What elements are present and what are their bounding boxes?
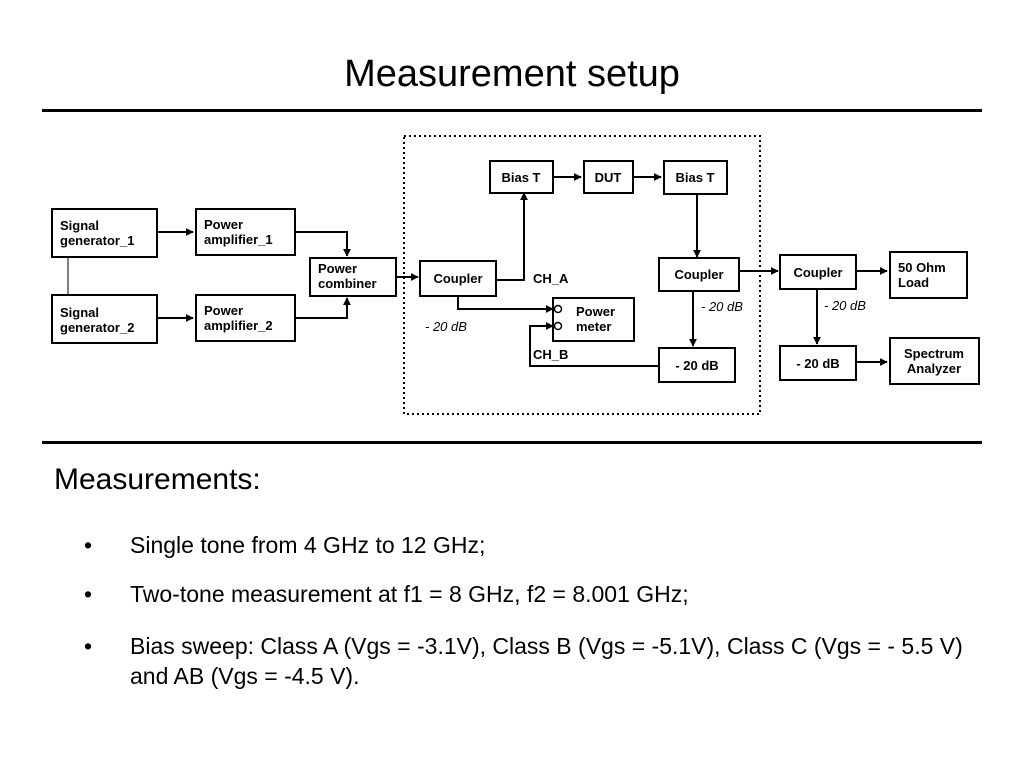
svg-text:generator_2: generator_2 [60,320,134,335]
final-coupler-attenuation-label: - 20 dB [824,298,866,313]
svg-text:Analyzer: Analyzer [907,361,961,376]
bullet-icon: • [84,633,93,659]
signal-generator-1-block: Signal generator_1 [51,208,158,258]
svg-text:Signal: Signal [60,218,99,233]
bottom-divider [42,441,982,444]
svg-text:50 Ohm: 50 Ohm [898,260,946,275]
svg-text:DUT: DUT [595,170,622,185]
output-coupler-block: Coupler [658,257,740,292]
signal-generator-2-block: Signal generator_2 [51,294,158,344]
svg-text:Power: Power [204,303,243,318]
measurement-item-text: Single tone from 4 GHz to 12 GHz; [130,532,486,558]
bullet-icon: • [84,532,93,558]
svg-text:amplifier_2: amplifier_2 [204,318,273,333]
dut-block: DUT [583,160,634,194]
load-50-ohm-block: 50 Ohm Load [889,251,968,299]
power-amplifier-2-block: Power amplifier_2 [195,294,296,342]
svg-text:combiner: combiner [318,276,377,291]
power-combiner-block: Power combiner [309,257,397,297]
ch-a-label: CH_A [533,271,569,286]
ch-b-label: CH_B [533,347,568,362]
power-amplifier-1-block: Power amplifier_1 [195,208,296,256]
bullet-icon: • [84,581,93,607]
svg-text:Signal: Signal [60,305,99,320]
output-bias-t-block: Bias T [663,160,728,195]
top-divider [42,109,982,112]
final-coupler-block: Coupler [779,254,857,290]
final-attenuator-block: - 20 dB [779,345,857,381]
svg-text:Spectrum: Spectrum [904,346,964,361]
svg-text:Power: Power [318,261,357,276]
svg-text:Load: Load [898,275,929,290]
svg-text:Coupler: Coupler [433,271,482,286]
svg-text:Power: Power [204,217,243,232]
signal-wires [157,173,888,367]
ch-b-port-icon [553,321,563,331]
svg-text:Bias T: Bias T [675,170,714,185]
measurements-heading: Measurements: [54,463,261,496]
svg-text:Coupler: Coupler [674,267,723,282]
svg-text:- 20 dB: - 20 dB [675,358,718,373]
measurement-item-text: Two-tone measurement at f1 = 8 GHz, f2 =… [130,581,689,607]
svg-text:- 20 dB: - 20 dB [796,356,839,371]
measurement-item-text: Bias sweep: Class A (Vgs = -3.1V), Class… [130,633,963,689]
slide-title: Measurement setup [344,53,680,95]
svg-text:generator_1: generator_1 [60,233,134,248]
svg-text:amplifier_1: amplifier_1 [204,232,273,247]
svg-text:Coupler: Coupler [793,265,842,280]
svg-text:meter: meter [576,319,611,334]
output-coupler-attenuation-label: - 20 dB [701,299,743,314]
svg-text:Power: Power [576,304,615,319]
spectrum-analyzer-block: Spectrum Analyzer [889,337,980,385]
input-coupler-attenuation-label: - 20 dB [425,319,467,334]
mid-attenuator-block: - 20 dB [658,347,736,383]
ch-a-port-icon [553,304,563,314]
power-meter-block: Power meter [552,297,635,342]
input-coupler-block: Coupler [419,260,497,297]
input-bias-t-block: Bias T [489,160,554,194]
dashed-test-region [403,135,761,415]
svg-text:Bias T: Bias T [501,170,540,185]
